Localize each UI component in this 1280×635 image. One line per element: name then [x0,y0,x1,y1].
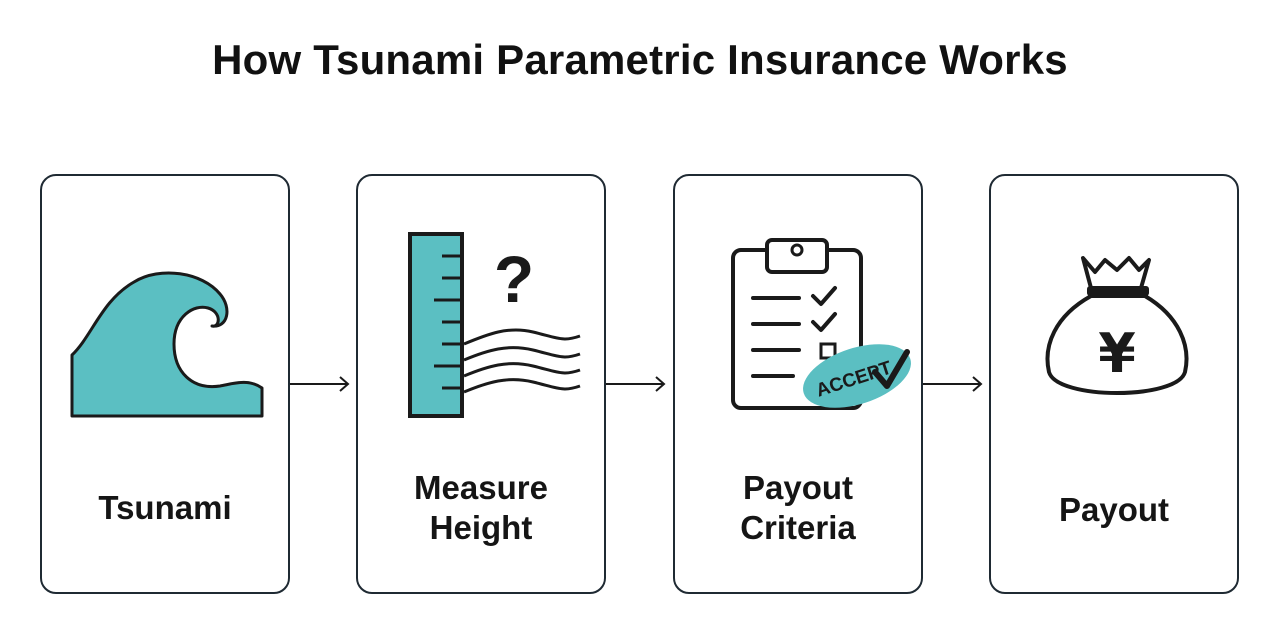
clipboard-checklist-icon: ACCEPT [731,238,911,410]
yen-symbol: ¥ [1098,322,1136,385]
step-label-measure-height: Measure Height [414,469,548,546]
step-card-measure-height: ? Measure Height [356,174,606,594]
arrow-right-icon [606,376,666,392]
wave-icon [70,271,264,418]
question-mark: ? [494,242,534,316]
arrow-right-icon [290,376,350,392]
yen-money-bag-icon: ¥ [1045,256,1189,395]
step-label-payout: Payout [1058,491,1170,528]
page-title: How Tsunami Parametric Insurance Works [212,36,1068,83]
step-label-payout-criteria: Payout Criteria [740,469,856,546]
arrow-right-icon [923,376,983,392]
step-card-payout: ¥ Payout [989,174,1239,594]
step-card-payout-criteria: ACCEPT Payout Criteria [673,174,923,594]
accept-stamp: ACCEPT [803,344,911,408]
check-mark-icon [872,349,910,389]
step-card-tsunami: Tsunami [40,174,290,594]
step-label-tsunami: Tsunami [98,489,232,526]
measuring-ruler-icon: ? [408,232,581,418]
